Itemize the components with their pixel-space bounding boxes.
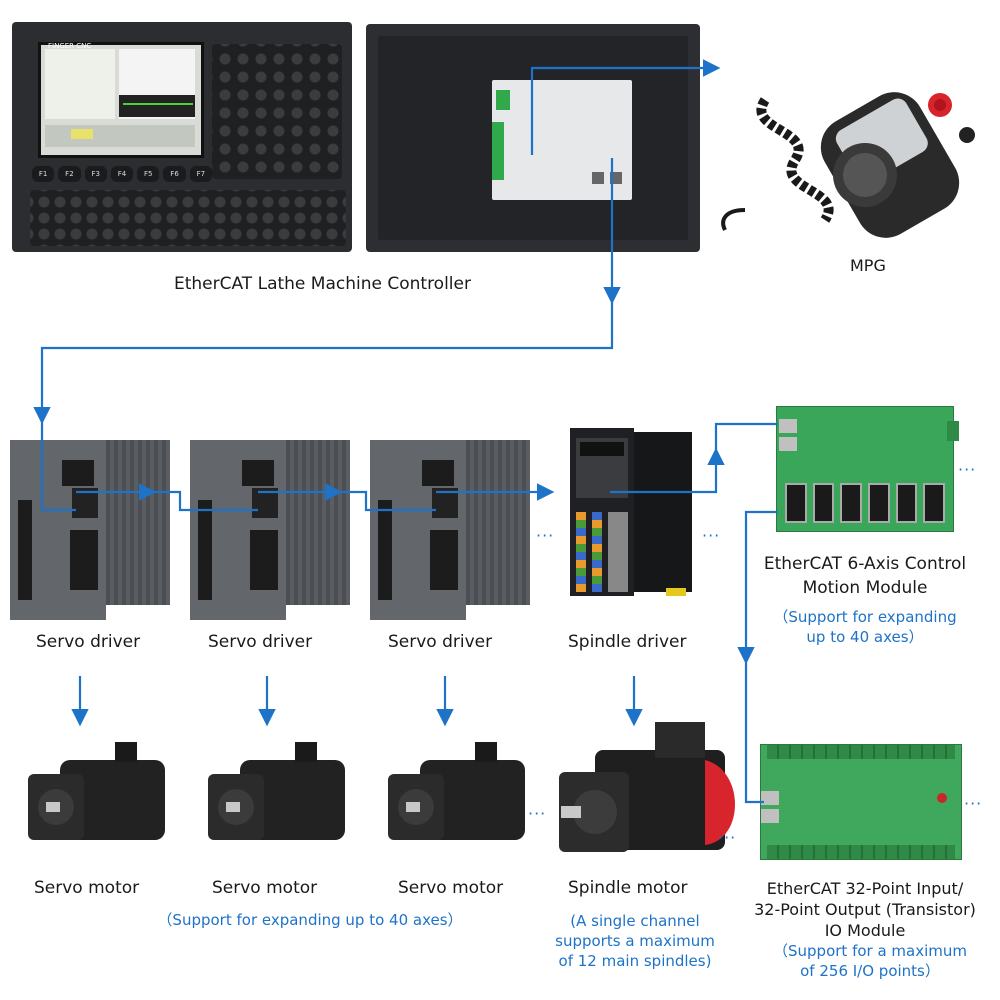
ethernet-port [761, 791, 779, 805]
servo-motor-label-1: Servo motor [34, 878, 140, 898]
spindle-motor [559, 722, 735, 852]
io-module-title: EtherCAT 32-Point Input/ 32-Point Output… [754, 879, 976, 940]
servo-motor-2 [208, 742, 345, 840]
controller-front-panel: FINGER CNC F1 F2 F3 F4 F5 F6 F7 [12, 22, 352, 252]
spindle-motor-note: (A single channel supports a maximum of … [555, 912, 715, 970]
spindle-driver-label: Spindle driver [568, 632, 687, 652]
f-key[interactable]: F6 [163, 166, 186, 182]
ellipsis-spindle-motor: ··· [718, 828, 737, 847]
mpg-handwheel [721, 92, 975, 238]
motion-module-board [776, 406, 959, 532]
ellipsis-motors: ··· [528, 804, 547, 823]
link-controller-mpg [530, 59, 721, 155]
controller-screen [38, 42, 204, 158]
ethernet-port [779, 437, 797, 451]
servo-motor-3 [388, 742, 525, 840]
f-key[interactable]: F5 [137, 166, 160, 182]
io-module-note: （Support for a maximum of 256 I/O points… [773, 942, 967, 980]
f-key[interactable]: F3 [84, 166, 107, 182]
servo-driver-label-1: Servo driver [36, 632, 141, 652]
ellipsis-io: ··· [964, 794, 983, 813]
alpha-keypad [212, 44, 342, 179]
f-key[interactable]: F2 [58, 166, 81, 182]
ethernet-port [779, 419, 797, 433]
f-key[interactable]: F7 [189, 166, 212, 182]
spindle-motor-label: Spindle motor [568, 878, 688, 898]
brand-logo: FINGER CNC [48, 42, 92, 50]
operation-keypad [30, 190, 346, 246]
motion-module-title: EtherCAT 6-Axis Control Motion Module [763, 554, 967, 598]
servo-driver-3 [370, 440, 530, 620]
back-connector-board [492, 80, 632, 200]
f-key[interactable]: F4 [110, 166, 134, 182]
ellipsis-motion: ··· [958, 460, 977, 479]
spindle-driver [570, 428, 692, 598]
ellipsis-drivers: ··· [536, 526, 555, 545]
servo-motor-label-2: Servo motor [212, 878, 318, 898]
servo-driver-2 [190, 440, 350, 620]
io-module-board [760, 744, 962, 860]
motion-module-note: （Support for expanding up to 40 axes） [773, 608, 957, 646]
ellipsis-spindle: ··· [702, 526, 721, 545]
servo-driver-label-2: Servo driver [208, 632, 313, 652]
servo-motor-1 [28, 742, 165, 840]
controller-label: EtherCAT Lathe Machine Controller [174, 274, 471, 294]
function-key-row: F1 F2 F3 F4 F5 F6 F7 [32, 166, 212, 182]
ethernet-port [592, 172, 604, 184]
servo-motor-label-3: Servo motor [398, 878, 504, 898]
mpg-label: MPG [850, 256, 886, 275]
servo-driver-label-3: Servo driver [388, 632, 493, 652]
f-key[interactable]: F1 [32, 166, 55, 182]
servo-motor-note: （Support for expanding up to 40 axes） [157, 911, 463, 929]
green-terminal [496, 90, 510, 110]
ethernet-port [761, 809, 779, 823]
green-terminal [492, 122, 504, 180]
